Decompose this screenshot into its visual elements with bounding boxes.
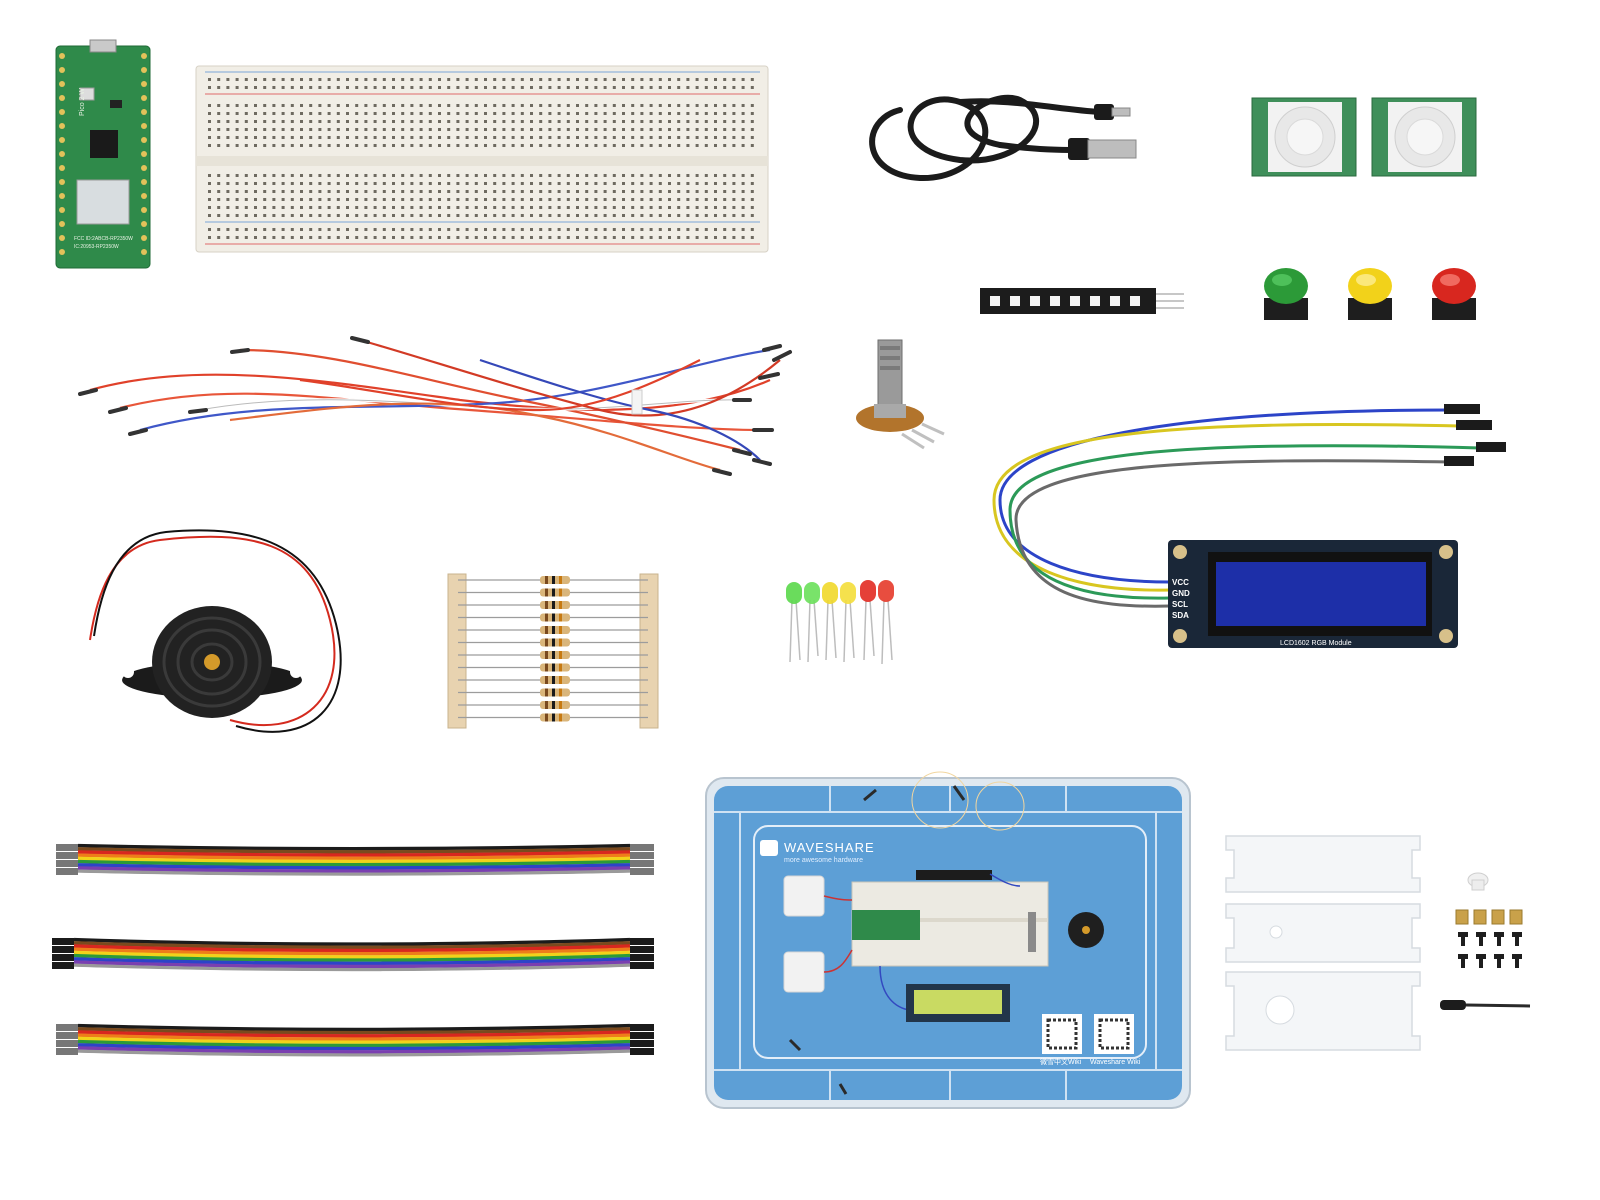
- lcd-pin-vcc: VCC: [1172, 578, 1189, 587]
- acrylic-plates: [1225, 835, 1421, 1051]
- pico-fcc-line-1: FCC ID:2ABCB-RP2350W: [74, 236, 133, 242]
- waveshare-logo-icon: [760, 840, 778, 856]
- kit-box-brand: WAVESHARE: [784, 840, 875, 855]
- pico-model-label: Pico 2 W: [79, 88, 86, 116]
- qr-caption-waveshare-wiki: Waveshare Wiki: [1090, 1059, 1141, 1066]
- pico-fcc-line-2: IC:20953-RP2350W: [74, 244, 119, 250]
- jumper-wire-bundle: [89, 338, 781, 472]
- piezo-buzzer: [122, 606, 302, 718]
- led-green-2: [804, 582, 820, 604]
- kit-box-tagline: more awesome hardware: [784, 857, 863, 864]
- usb-a-plug: [1068, 138, 1137, 160]
- buzzer-wires: [89, 529, 342, 733]
- micro-usb-plug: [1094, 104, 1131, 120]
- resistor-rows: [458, 576, 648, 722]
- pir-sensor-2: [1371, 97, 1477, 177]
- screwdriver: [1440, 1000, 1531, 1010]
- lcd1602-module: VCC GND SCL SDA LCD1602 RGB Module: [1168, 540, 1458, 648]
- led-set: [786, 580, 894, 665]
- rgb-led-strip: [980, 288, 1184, 314]
- brass-standoffs: [1455, 909, 1523, 925]
- push-button-yellow: [1348, 268, 1392, 320]
- screws: [1458, 932, 1522, 968]
- pico-2w-board: Pico 2 W FCC ID:2ABCB-RP2350W IC:20953-R…: [55, 39, 151, 269]
- lcd-pin-sda: SDA: [1172, 611, 1189, 620]
- lcd-pin-scl: SCL: [1172, 600, 1188, 609]
- usb-cable: [869, 94, 1103, 182]
- breadboard-holes: [208, 78, 754, 239]
- lcd-module-label: LCD1602 RGB Module: [1280, 640, 1352, 647]
- ribbon-cables: [52, 843, 654, 1060]
- lcd-cable-connectors: [1444, 404, 1506, 466]
- pir-sensor-1: [1251, 97, 1357, 177]
- led-yellow-2: [840, 582, 856, 604]
- breadboard: [195, 65, 769, 253]
- lcd-pin-gnd: GND: [1172, 589, 1190, 598]
- standoff-cap: [1467, 872, 1489, 891]
- led-green-1: [786, 582, 802, 604]
- jumper-wire-pins: [78, 336, 792, 476]
- led-red-1: [860, 580, 876, 602]
- cable-tie: [631, 389, 643, 415]
- lcd-cable: [992, 408, 1481, 608]
- qr-caption-cn-wiki: 微雪中文Wiki: [1040, 1057, 1082, 1066]
- kit-box: WAVESHARE more awesome hardware 微: [705, 771, 1191, 1109]
- led-red-2: [878, 580, 894, 602]
- resistor-strip: [447, 573, 659, 729]
- push-button-red: [1432, 268, 1476, 320]
- potentiometer: [856, 339, 945, 450]
- led-yellow-1: [822, 582, 838, 604]
- push-button-green: [1264, 268, 1308, 320]
